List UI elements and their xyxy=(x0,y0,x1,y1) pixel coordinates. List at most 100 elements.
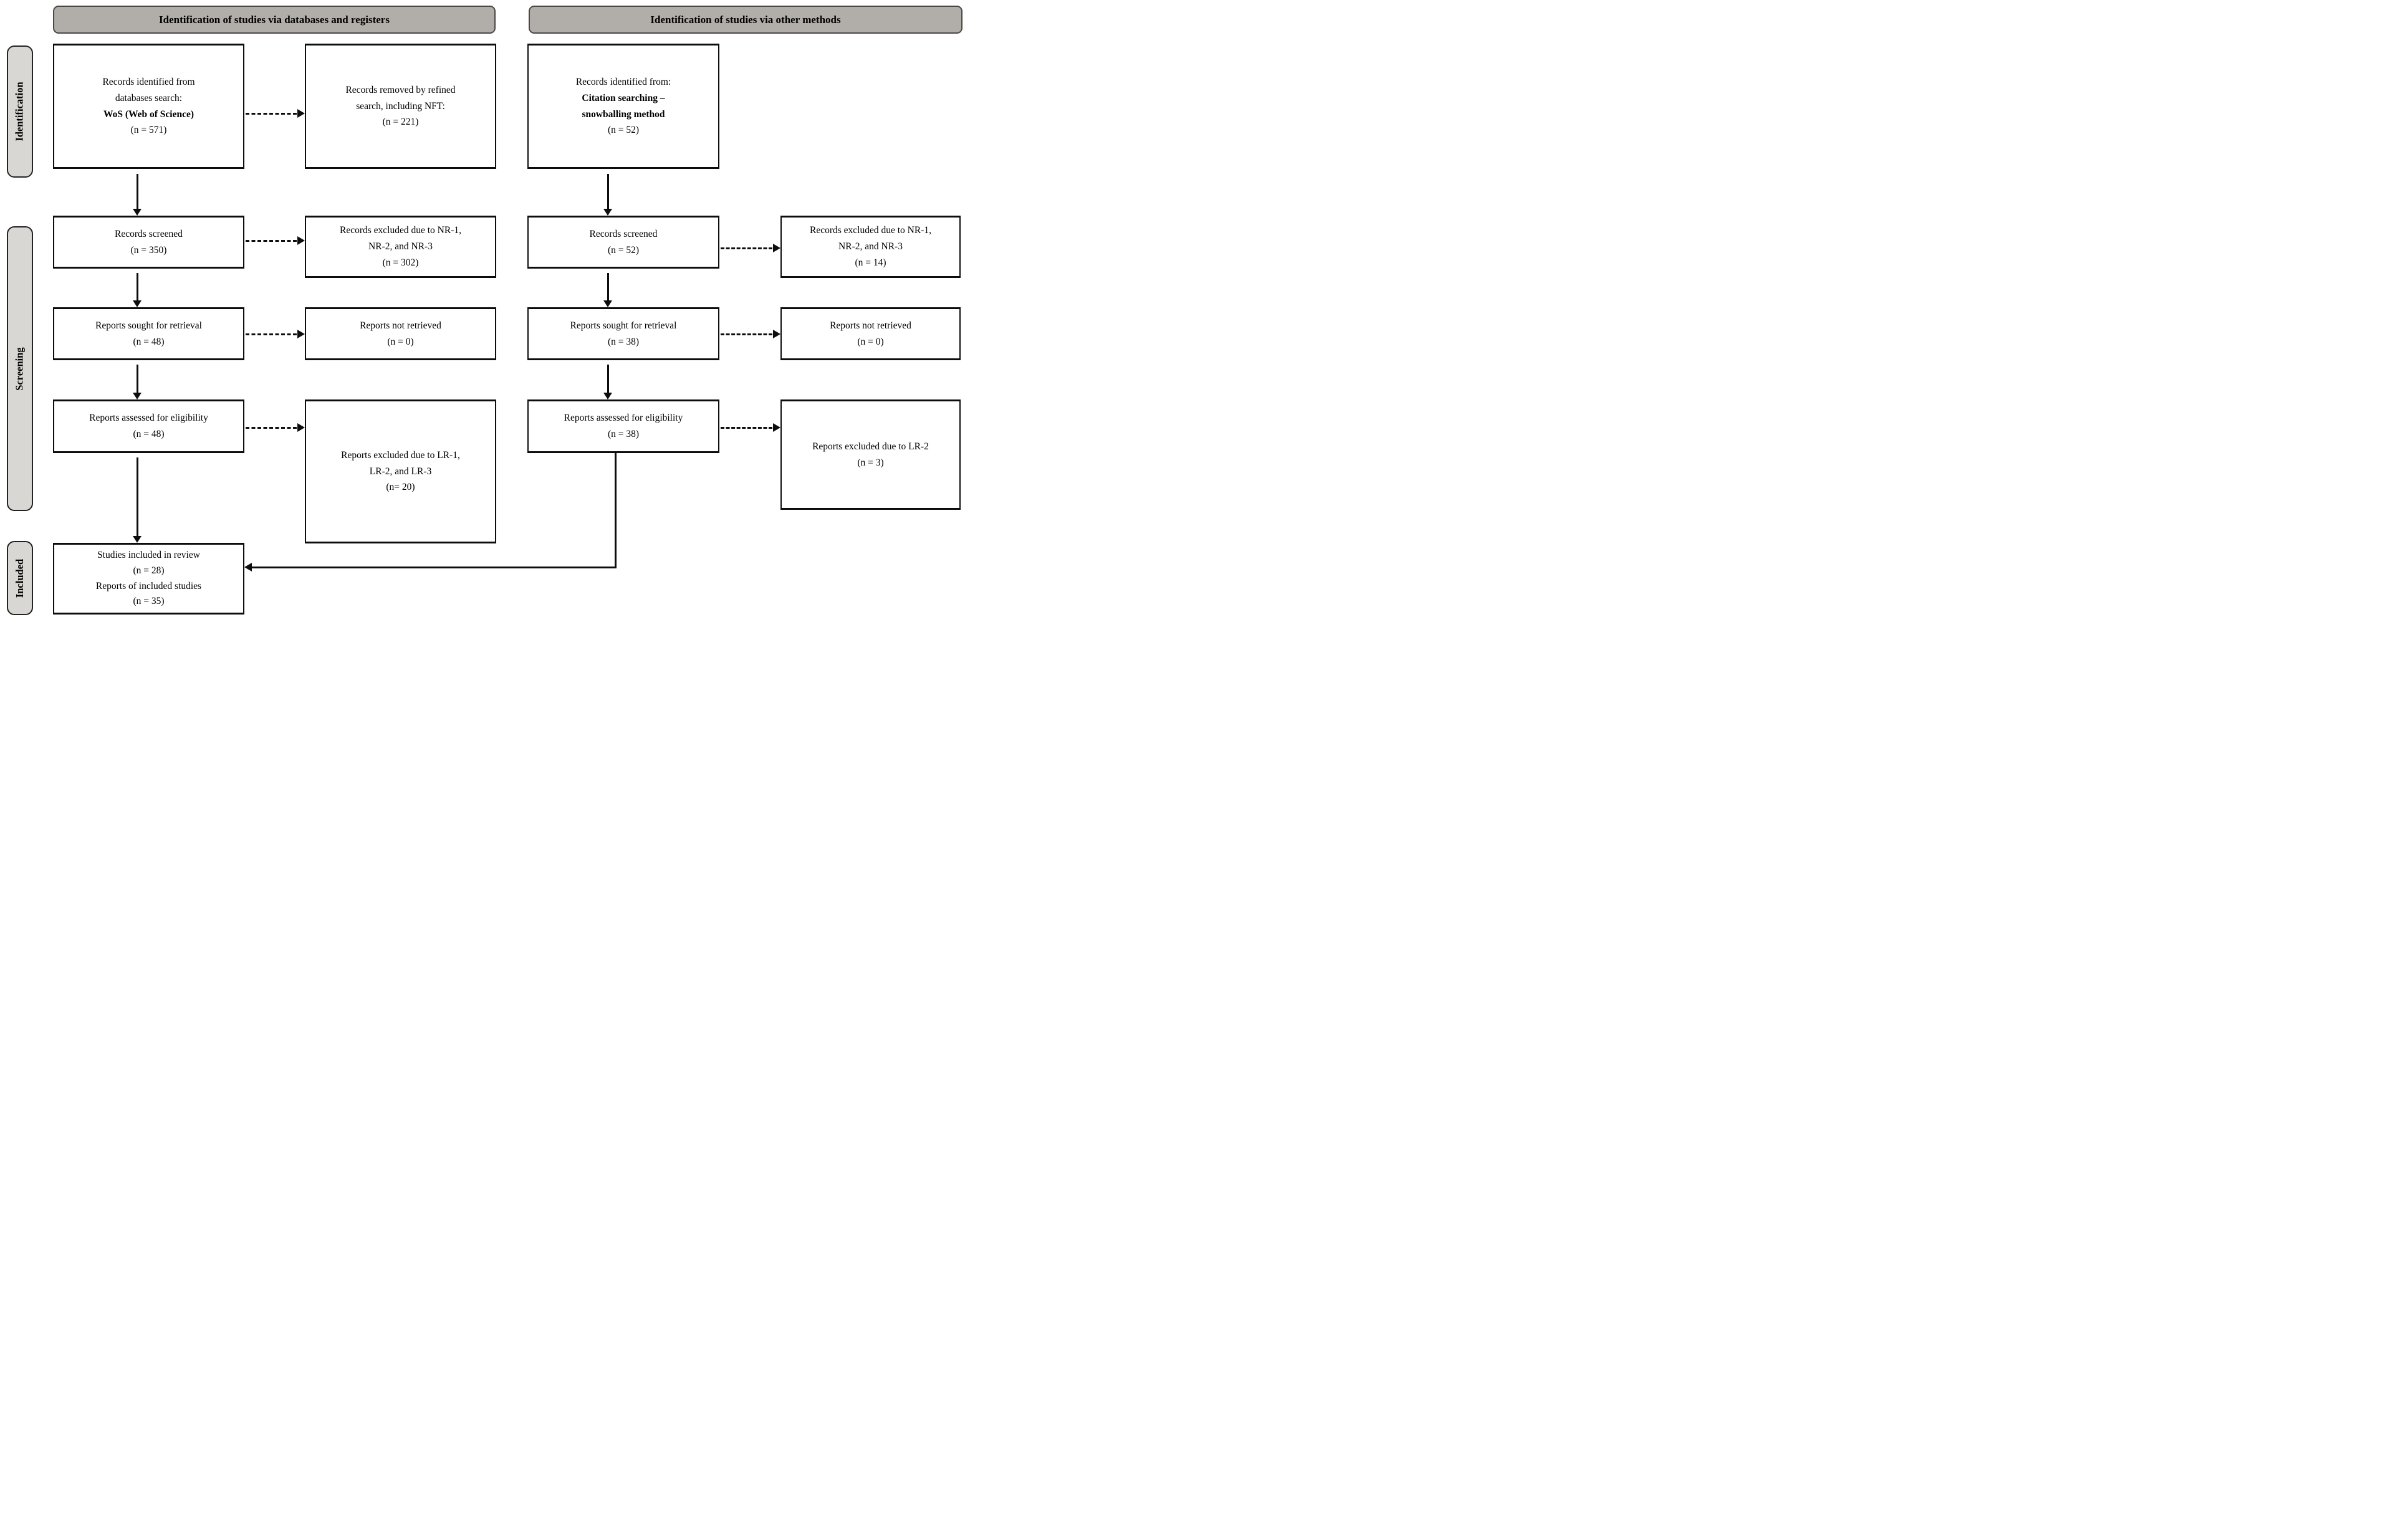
arrow-other-assessed-to-excluded-head xyxy=(773,423,780,432)
text-line: Records screened xyxy=(115,228,183,239)
box-reports-not-retrieved-databases: Reports not retrieved (n = 0) xyxy=(305,307,496,360)
text-line: Records removed by refined xyxy=(345,84,456,95)
text-line: databases search: xyxy=(115,92,183,103)
prisma-flow-diagram: Identification of studies via databases … xyxy=(0,0,964,617)
box-reports-not-retrieved-other: Reports not retrieved (n = 0) xyxy=(780,307,961,360)
arrow-db-identified-to-removed-head xyxy=(297,109,305,118)
text-line: (n = 52) xyxy=(607,125,640,136)
text-line: (n = 35) xyxy=(133,596,165,607)
arrow-db-identified-to-screened-head xyxy=(133,209,142,216)
text-line: (n = 48) xyxy=(133,336,165,347)
box-reports-sought-other: Reports sought for retrieval (n = 38) xyxy=(527,307,719,360)
arrow-other-sought-to-notretrieved-line xyxy=(721,333,772,335)
box-records-screened-databases: Records screened (n = 350) xyxy=(53,216,244,269)
text-line: (n = 0) xyxy=(857,336,884,347)
text-line: (n = 52) xyxy=(607,244,640,256)
arrow-db-screened-to-excluded-line xyxy=(246,240,297,242)
header-label: Identification of studies via other meth… xyxy=(650,13,841,26)
arrow-db-sought-to-assessed-line xyxy=(137,365,138,393)
arrow-other-identified-to-screened-head xyxy=(603,209,612,216)
arrow-db-screened-to-sought-line xyxy=(137,273,138,301)
arrow-db-sought-to-notretrieved-head xyxy=(297,330,305,338)
text-line: Reports not retrieved xyxy=(360,320,441,331)
header-other-methods: Identification of studies via other meth… xyxy=(529,6,962,34)
arrow-other-assessed-to-excluded-line xyxy=(721,427,772,429)
text-line: Records excluded due to NR-1, xyxy=(810,225,931,236)
arrow-db-sought-to-notretrieved-line xyxy=(246,333,297,335)
text-line: Reports of included studies xyxy=(95,580,202,591)
text-line: (n = 38) xyxy=(607,429,640,439)
text-line: Records screened xyxy=(589,228,658,239)
arrow-other-identified-to-screened-line xyxy=(607,174,609,209)
text-line: Records excluded due to NR-1, xyxy=(340,225,461,236)
stage-label: Identification xyxy=(14,82,26,141)
arrow-other-screened-to-excluded-head xyxy=(773,244,780,252)
arrow-other-screened-to-excluded-line xyxy=(721,247,772,249)
arrow-db-identified-to-removed-line xyxy=(246,113,297,115)
text-line: WoS (Web of Science) xyxy=(103,108,194,120)
box-reports-excluded-lr-databases: Reports excluded due to LR-1, LR-2, and … xyxy=(305,399,496,543)
text-line: (n = 350) xyxy=(130,244,167,256)
arrow-db-sought-to-assessed-head xyxy=(133,393,142,399)
arrow-db-screened-to-sought-head xyxy=(133,300,142,307)
header-databases-registers: Identification of studies via databases … xyxy=(53,6,496,34)
arrow-db-assessed-to-excluded-line xyxy=(246,427,297,429)
text-line: Reports excluded due to LR-2 xyxy=(812,441,929,452)
arrow-other-assessed-to-included-horizontal xyxy=(252,567,617,568)
text-line: Studies included in review xyxy=(97,549,200,560)
text-line: (n = 302) xyxy=(382,257,419,268)
arrow-db-assessed-to-included-line xyxy=(137,457,138,537)
text-line: (n = 3) xyxy=(857,457,884,468)
text-line: (n= 20) xyxy=(386,482,415,493)
arrow-db-assessed-to-excluded-head xyxy=(297,423,305,432)
text-line: (n = 48) xyxy=(133,429,165,439)
text-line: Reports sought for retrieval xyxy=(570,320,677,331)
box-reports-assessed-databases: Reports assessed for eligibility (n = 48… xyxy=(53,399,244,453)
header-label: Identification of studies via databases … xyxy=(159,13,390,26)
text-line: Reports sought for retrieval xyxy=(95,320,202,331)
arrow-other-assessed-to-included-head xyxy=(244,563,252,572)
text-line: Records identified from xyxy=(102,77,195,88)
stage-identification: Identification xyxy=(7,45,33,178)
arrow-other-sought-to-assessed-line xyxy=(607,365,609,393)
text-line: Reports assessed for eligibility xyxy=(564,413,683,424)
arrow-other-screened-to-sought-head xyxy=(603,300,612,307)
box-reports-assessed-other: Reports assessed for eligibility (n = 38… xyxy=(527,399,719,453)
arrow-other-sought-to-assessed-head xyxy=(603,393,612,399)
stage-label: Screening xyxy=(14,347,26,391)
text-line: Reports not retrieved xyxy=(830,320,911,331)
text-line: Records identified from: xyxy=(575,77,671,88)
box-records-screened-other: Records screened (n = 52) xyxy=(527,216,719,269)
text-line: NR-2, and NR-3 xyxy=(838,241,903,252)
arrow-db-assessed-to-included-head xyxy=(133,536,142,543)
text-line: (n = 571) xyxy=(130,125,167,136)
stage-included: Included xyxy=(7,541,33,615)
text-line: (n = 14) xyxy=(855,257,886,268)
text-line: Reports assessed for eligibility xyxy=(89,413,208,424)
arrow-other-sought-to-notretrieved-head xyxy=(773,330,780,338)
arrow-other-screened-to-sought-line xyxy=(607,273,609,301)
box-records-excluded-nr-databases: Records excluded due to NR-1, NR-2, and … xyxy=(305,216,496,278)
text-line: (n = 28) xyxy=(133,565,165,576)
text-line: (n = 0) xyxy=(387,336,414,347)
stage-screening: Screening xyxy=(7,226,33,511)
stage-label: Included xyxy=(14,558,26,598)
text-line: Reports excluded due to LR-1, xyxy=(341,449,460,461)
text-line: search, including NFT: xyxy=(356,100,445,112)
box-reports-sought-databases: Reports sought for retrieval (n = 48) xyxy=(53,307,244,360)
text-line: Citation searching – xyxy=(582,92,665,103)
text-line: LR-2, and LR-3 xyxy=(369,466,432,477)
text-line: (n = 221) xyxy=(382,117,419,128)
box-records-identified-citation: Records identified from: Citation search… xyxy=(527,44,719,169)
box-records-removed-refined-search: Records removed by refined search, inclu… xyxy=(305,44,496,169)
box-records-identified-databases: Records identified from databases search… xyxy=(53,44,244,169)
text-line: snowballing method xyxy=(582,108,665,120)
box-reports-excluded-lr-other: Reports excluded due to LR-2 (n = 3) xyxy=(780,399,961,510)
text-line: NR-2, and NR-3 xyxy=(368,241,433,252)
box-studies-included: Studies included in review (n = 28) Repo… xyxy=(53,543,244,615)
box-records-excluded-nr-other: Records excluded due to NR-1, NR-2, and … xyxy=(780,216,961,278)
arrow-db-identified-to-screened-line xyxy=(137,174,138,209)
arrow-db-screened-to-excluded-head xyxy=(297,236,305,245)
text-line: (n = 38) xyxy=(607,336,640,347)
arrow-other-assessed-to-included-vertical xyxy=(615,453,617,568)
